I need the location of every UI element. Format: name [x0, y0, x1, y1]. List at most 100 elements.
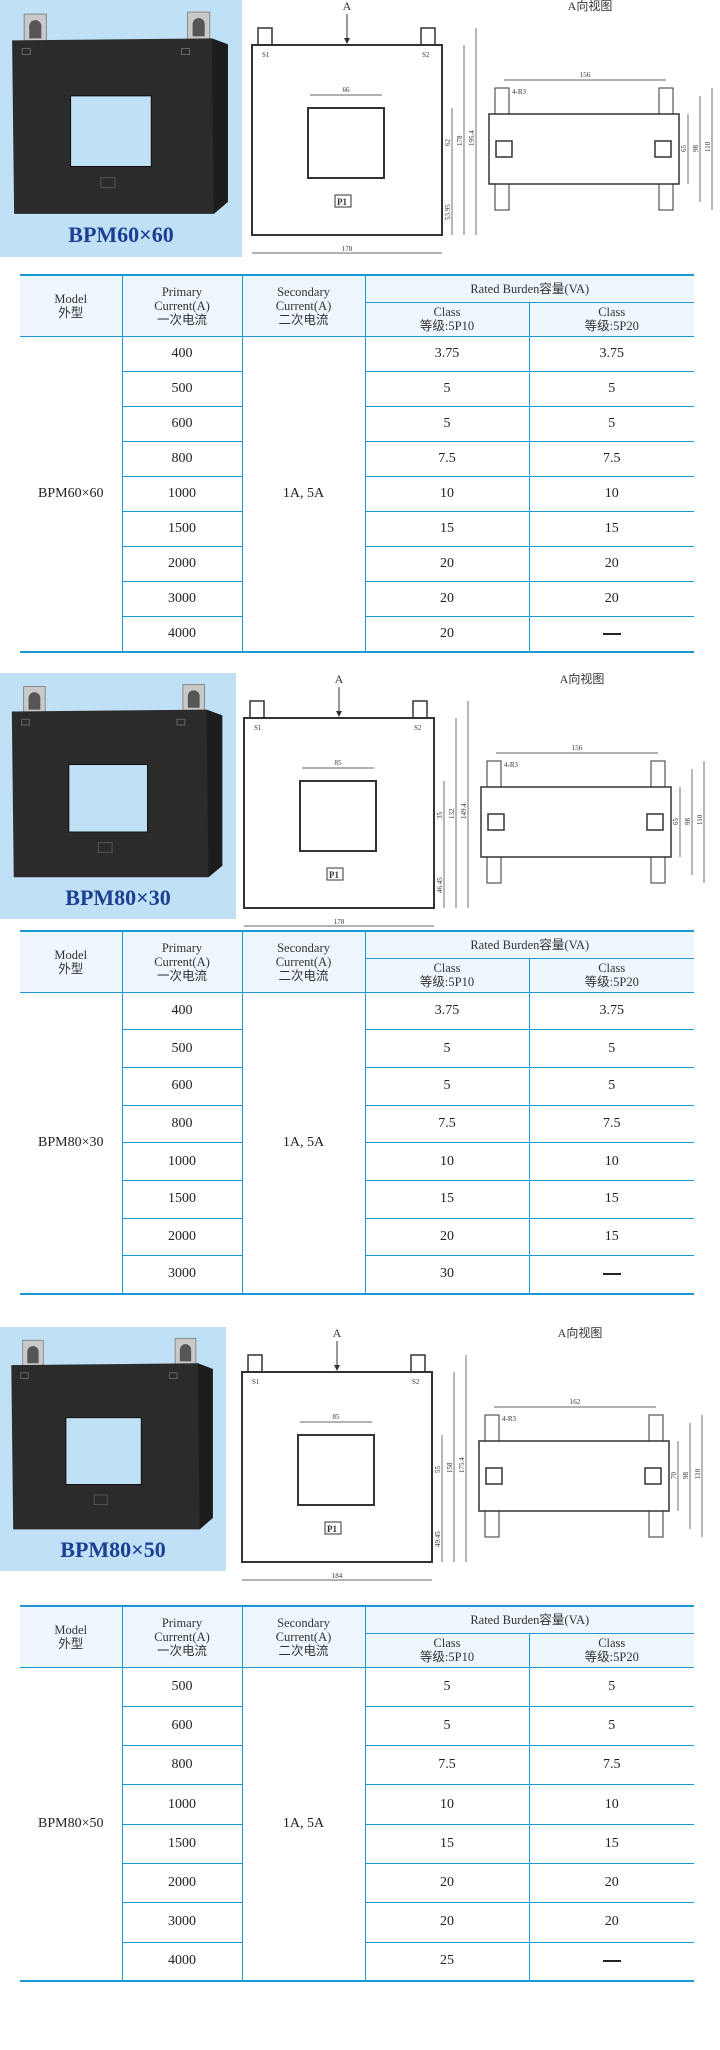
svg-text:A向视图: A向视图	[568, 0, 613, 13]
svg-text:158: 158	[446, 1462, 454, 1473]
primary-current-cell: 600	[121, 1066, 243, 1106]
svg-text:184: 184	[332, 1572, 343, 1580]
primary-current-cell: 800	[121, 440, 243, 477]
burden-5p20-cell: 20	[528, 546, 695, 583]
svg-text:P1: P1	[337, 197, 347, 207]
burden-5p20-cell: 15	[528, 510, 695, 548]
burden-5p10-cell: 10	[364, 475, 530, 512]
svg-text:149.4: 149.4	[460, 803, 468, 819]
svg-text:178: 178	[456, 135, 464, 146]
primary-current-cell: 2000	[121, 546, 243, 583]
burden-5p20-cell: 10	[528, 475, 695, 512]
product-photo: BPM80×30	[0, 673, 236, 919]
burden-5p20-cell: 5	[528, 1066, 695, 1106]
svg-text:46.45: 46.45	[436, 877, 444, 893]
primary-current-cell: 500	[121, 1666, 243, 1707]
dash-icon	[602, 1960, 621, 1963]
svg-text:110: 110	[704, 141, 712, 152]
svg-text:98: 98	[692, 145, 700, 153]
svg-text:65: 65	[672, 818, 680, 826]
svg-text:P1: P1	[329, 870, 339, 880]
burden-5p20-cell: 15	[528, 1217, 695, 1257]
primary-current-cell: 1500	[121, 1823, 243, 1864]
burden-5p10-cell: 5	[364, 1666, 530, 1707]
svg-text:S2: S2	[414, 724, 422, 732]
model-cell: BPM60×60	[20, 335, 123, 653]
secondary-current-cell: 1A, 5A	[241, 335, 366, 653]
burden-5p10-cell: 10	[364, 1142, 530, 1181]
svg-text:49.45: 49.45	[434, 1531, 442, 1547]
model-cell: BPM80×50	[20, 1666, 123, 1983]
primary-current-cell: 4000	[121, 1941, 243, 1983]
dimension-drawing: A S1 S2 P1 85 178 35 46.45 132 149.4 A向视…	[243, 673, 705, 927]
svg-text:70: 70	[670, 1472, 678, 1480]
burden-5p10-cell: 20	[364, 616, 530, 653]
svg-text:132: 132	[448, 808, 456, 819]
svg-text:S1: S1	[254, 724, 262, 732]
burden-5p10-cell: 5	[364, 370, 530, 407]
burden-5p20-cell: 10	[528, 1142, 695, 1181]
burden-5p20-cell: 7.5	[528, 440, 695, 477]
burden-5p20-cell: 7.5	[528, 1104, 695, 1144]
svg-text:S2: S2	[412, 1378, 420, 1386]
burden-5p10-cell: 15	[364, 1823, 530, 1864]
svg-text:4-R3: 4-R3	[502, 1415, 517, 1423]
header-rated-burden: Rated Burden容量(VA)	[364, 930, 695, 959]
burden-5p10-cell: 3.75	[364, 335, 530, 372]
svg-text:85: 85	[335, 759, 343, 767]
primary-current-cell: 3000	[121, 581, 243, 618]
svg-text:178: 178	[334, 918, 345, 926]
dimension-drawing: A S1 S2 P1 85 184 55 49.45 158 175.4 A向视…	[241, 1327, 703, 1581]
svg-text:A: A	[335, 673, 344, 686]
svg-text:35: 35	[436, 812, 444, 820]
burden-5p20-cell	[528, 1255, 695, 1295]
primary-current-cell: 2000	[121, 1862, 243, 1904]
svg-text:A向视图: A向视图	[560, 673, 605, 686]
primary-current-cell: 3000	[121, 1255, 243, 1295]
svg-text:110: 110	[694, 1468, 702, 1479]
svg-text:156: 156	[580, 71, 591, 79]
primary-current-cell: 600	[121, 1705, 243, 1747]
burden-5p10-cell: 20	[364, 1217, 530, 1257]
svg-text:55: 55	[434, 1466, 442, 1474]
burden-5p10-cell: 5	[364, 1029, 530, 1068]
burden-5p10-cell: 5	[364, 1705, 530, 1747]
model-caption: BPM80×30	[65, 885, 171, 910]
model-caption: BPM80×50	[60, 1537, 166, 1562]
svg-text:S1: S1	[262, 51, 270, 59]
burden-5p10-cell: 7.5	[364, 1745, 530, 1786]
product-photo: BPM60×60	[0, 0, 242, 257]
burden-5p10-cell: 20	[364, 1862, 530, 1904]
primary-current-cell: 800	[121, 1745, 243, 1786]
primary-current-cell: 600	[121, 405, 243, 442]
dimension-drawing: A S1 S2 P1 66 178 62 53.95 178 195.4 A向视…	[251, 0, 713, 254]
primary-current-cell: 1500	[121, 510, 243, 548]
primary-current-cell: 3000	[121, 1902, 243, 1943]
svg-text:A: A	[333, 1327, 342, 1340]
svg-text:A: A	[343, 0, 352, 13]
burden-5p10-cell: 15	[364, 1179, 530, 1219]
header-rated-burden: Rated Burden容量(VA)	[364, 274, 695, 303]
burden-5p10-cell: 5	[364, 405, 530, 442]
secondary-current-cell: 1A, 5A	[241, 1666, 366, 1983]
burden-5p20-cell	[528, 616, 695, 653]
burden-5p10-cell: 5	[364, 1066, 530, 1106]
